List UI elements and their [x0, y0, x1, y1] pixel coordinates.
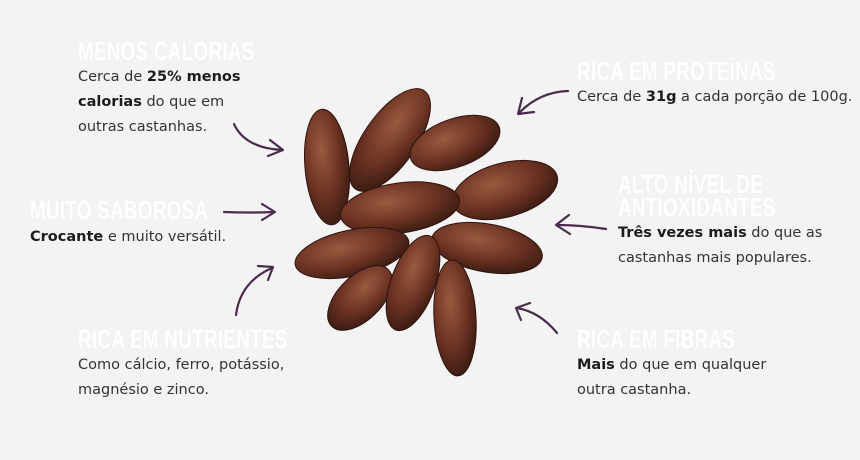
feature-title: RICA EM NUTRIENTES: [78, 324, 288, 354]
description-line: Como cálcio, ferro, potássio,: [78, 357, 285, 373]
feature-fibras: RICA EM FIBRAS Mais do que em qualquer out…: [577, 324, 797, 403]
feature-title: MUITO SABOROSA: [30, 195, 209, 225]
description-line: Mais do que em qualquer: [577, 357, 767, 373]
feature-proteinas: RICA EM PROTEÍNAS Cerca de 31g a cada por…: [577, 56, 853, 110]
feature-description: Três vezes mais do que as castanhas mais …: [618, 221, 837, 271]
feature-calorias: MENOS CALORIAS Cerca de 25% menos calorias…: [78, 36, 323, 140]
feature-description: Crocante e muito versátil.: [30, 225, 278, 250]
highlight: calorias: [78, 94, 142, 110]
feature-description: Mais do que em qualquer outra castanha.: [577, 353, 797, 403]
description-line: outra castanha.: [577, 382, 692, 398]
nut: [304, 108, 350, 226]
description-line: Cerca de 25% menos: [78, 69, 241, 85]
nut: [409, 114, 501, 172]
nut: [327, 265, 393, 331]
description-line: outras castanhas.: [78, 119, 208, 135]
description-line: Três vezes mais do que as: [618, 225, 823, 241]
feature-title: ALTO NÍVEL DE: [618, 169, 764, 199]
description-line: calorias do que em: [78, 94, 225, 110]
feature-title: RICA EM FIBRAS: [577, 324, 736, 354]
nut: [385, 234, 441, 332]
feature-title: MENOS CALORIAS: [78, 36, 255, 66]
arrow-icon: [514, 301, 559, 335]
arrow-icon: [516, 89, 570, 116]
arrow-icon: [234, 264, 275, 317]
feature-description: Cerca de 25% menos calorias do que em outr…: [78, 65, 323, 140]
nut: [339, 181, 461, 235]
highlight: 25% menos: [146, 69, 241, 85]
description-line: Cerca de 31g a cada porção de 100g.: [577, 89, 853, 105]
highlight: 31g: [645, 89, 677, 105]
feature-title-line2: ANTIOXIDANTES: [618, 192, 776, 222]
highlight: Três vezes mais: [618, 225, 747, 241]
description-line: magnésio e zinco.: [78, 382, 209, 398]
arrow-icon: [222, 202, 277, 222]
highlight: Crocante: [30, 229, 104, 245]
arrow-icon: [554, 213, 608, 236]
feature-saborosa: MUITO SABOROSA Crocante e muito versátil.: [30, 195, 278, 250]
feature-description: Cerca de 31g a cada porção de 100g.: [577, 85, 853, 110]
nut: [433, 259, 477, 377]
description-line: Crocante e muito versátil.: [30, 229, 227, 245]
highlight: Mais: [577, 357, 615, 373]
feature-title: RICA EM PROTEÍNAS: [577, 56, 776, 86]
description-line: castanhas mais populares.: [618, 250, 812, 266]
feature-description: Como cálcio, ferro, potássio, magnésio e …: [78, 353, 369, 403]
arrow-icon: [232, 122, 285, 158]
